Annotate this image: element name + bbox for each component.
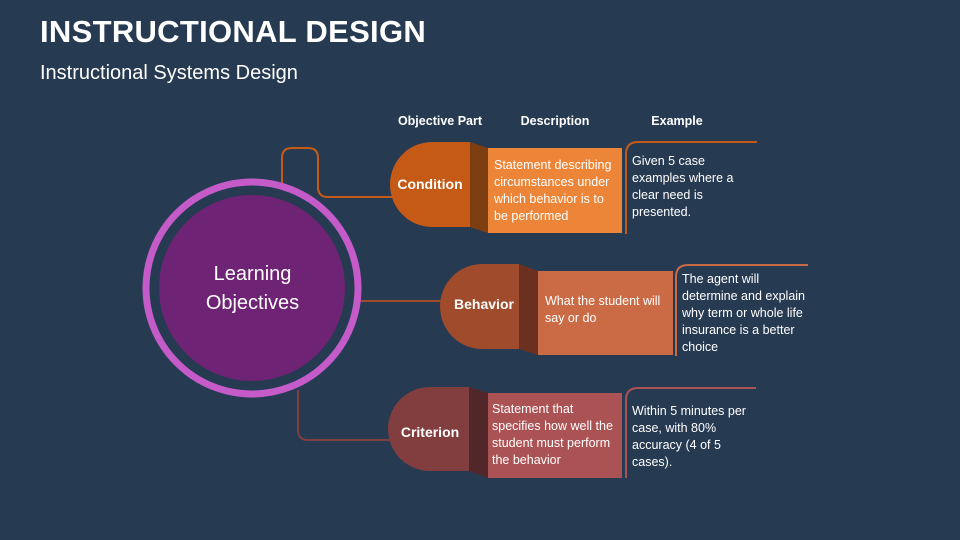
pill-behavior	[440, 264, 519, 349]
header-objective-part: Objective Part	[397, 114, 483, 128]
wedge-condition	[470, 142, 488, 233]
center-circle	[159, 195, 345, 381]
header-example: Example	[651, 114, 703, 128]
box-behavior	[538, 271, 673, 355]
part-condition: Condition	[397, 176, 463, 192]
pill-condition	[390, 142, 470, 227]
description-criterion: Statement that specifies how well the st…	[492, 402, 613, 467]
bracket-behavior	[675, 264, 808, 356]
header-description: Description	[520, 114, 590, 128]
page-subtitle: Instructional Systems Design	[40, 62, 298, 84]
connector-condition	[281, 147, 392, 198]
part-criterion: Criterion	[400, 424, 460, 440]
connector-criterion	[297, 390, 390, 441]
center-label: Learning Objectives	[205, 263, 300, 314]
pill-criterion	[388, 387, 469, 471]
example-condition: Given 5 case examples where a clear need…	[632, 154, 734, 219]
box-condition	[488, 148, 622, 233]
description-condition: Statement describing circumstances under…	[494, 158, 612, 223]
page-title: INSTRUCTIONAL DESIGN	[40, 14, 427, 49]
bracket-criterion	[625, 387, 756, 478]
description-behavior: What the student will say or do	[545, 294, 661, 325]
example-criterion: Within 5 minutes per case, with 80% accu…	[632, 404, 746, 469]
box-criterion	[488, 393, 622, 478]
part-behavior: Behavior	[454, 296, 514, 312]
wedge-behavior	[519, 264, 538, 355]
example-behavior: The agent will determine and explain why…	[682, 272, 805, 354]
bracket-condition	[625, 141, 757, 234]
wedge-criterion	[469, 387, 488, 478]
